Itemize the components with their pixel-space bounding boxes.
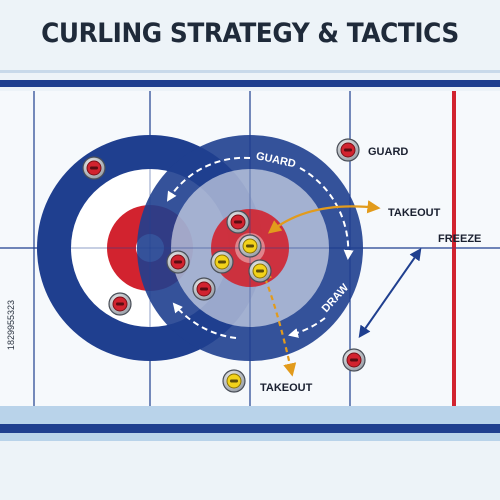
draw-arc-left-arrow bbox=[172, 302, 237, 339]
red-stone bbox=[82, 156, 106, 180]
red-stone bbox=[226, 210, 250, 234]
draw-arrow bbox=[288, 317, 326, 338]
page-title: CURLING STRATEGY & TACTICS bbox=[41, 18, 459, 49]
red-stone bbox=[108, 292, 132, 316]
freeze-arrow bbox=[358, 248, 422, 338]
guard-arrow bbox=[166, 156, 251, 202]
yellow-stone bbox=[210, 250, 234, 274]
yellow-stone bbox=[248, 259, 272, 283]
top-border-line bbox=[0, 80, 500, 87]
bottom-light-band-2 bbox=[0, 433, 500, 441]
red-stone bbox=[192, 277, 216, 301]
top-light-line bbox=[0, 70, 500, 73]
yellow-stone bbox=[222, 369, 246, 393]
bottom-light-band bbox=[0, 406, 500, 424]
bottom-border-line bbox=[0, 424, 500, 433]
takeout-arrow-right bbox=[267, 200, 381, 234]
watermark-id: 1829955323 bbox=[6, 300, 16, 351]
red-stone bbox=[342, 348, 366, 372]
guard-label: GUARD bbox=[368, 146, 408, 158]
takeout-label-right: TAKEOUT bbox=[388, 207, 441, 219]
freeze-label: FREEZE bbox=[438, 233, 481, 245]
yellow-stone bbox=[238, 234, 262, 258]
red-stone bbox=[336, 138, 360, 162]
red-stone bbox=[166, 250, 190, 274]
takeout-label-bottom: TAKEOUT bbox=[260, 382, 313, 394]
